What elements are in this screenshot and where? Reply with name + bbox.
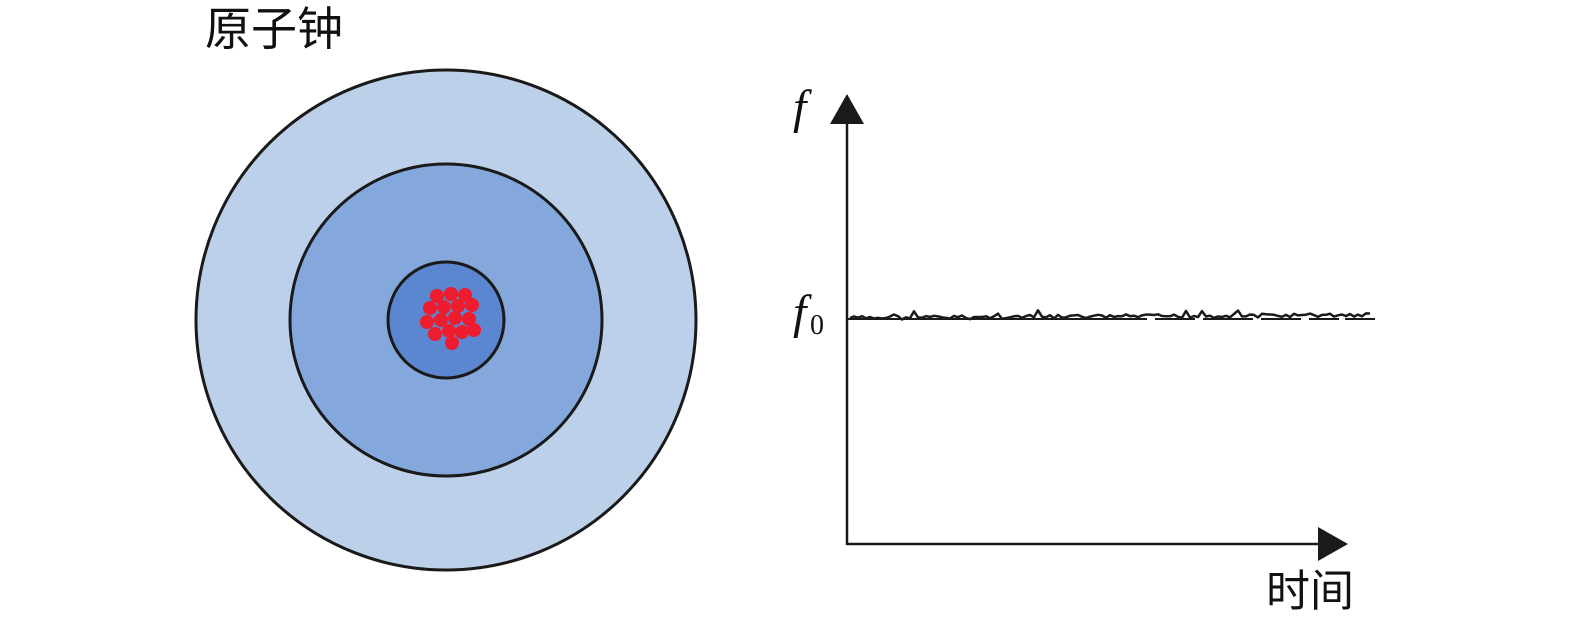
atom <box>445 336 459 350</box>
atom <box>442 324 456 338</box>
atomic-clock-figure <box>194 68 698 572</box>
atom <box>458 288 472 302</box>
frequency-plot: f f 0 时间 <box>793 81 1375 617</box>
atom <box>448 311 462 325</box>
y-axis-arrow-icon <box>830 94 864 124</box>
atom <box>423 301 437 315</box>
atom <box>467 323 481 337</box>
measured-frequency-trace <box>849 309 1371 321</box>
atom <box>428 327 442 341</box>
x-axis-label: 时间 <box>1266 566 1354 617</box>
atom <box>455 325 469 339</box>
atom <box>462 312 476 326</box>
atom <box>434 313 448 327</box>
atom <box>451 299 465 313</box>
atom <box>420 315 434 329</box>
x-axis-arrow-icon <box>1318 527 1348 561</box>
y-axis-label: f <box>793 81 812 134</box>
atom <box>444 287 458 301</box>
atom <box>430 289 444 303</box>
atom-cluster <box>420 287 481 350</box>
atom <box>437 300 451 314</box>
reference-subscript: 0 <box>810 310 824 341</box>
diagram-title: 原子钟 <box>205 2 343 56</box>
atom <box>465 298 479 312</box>
